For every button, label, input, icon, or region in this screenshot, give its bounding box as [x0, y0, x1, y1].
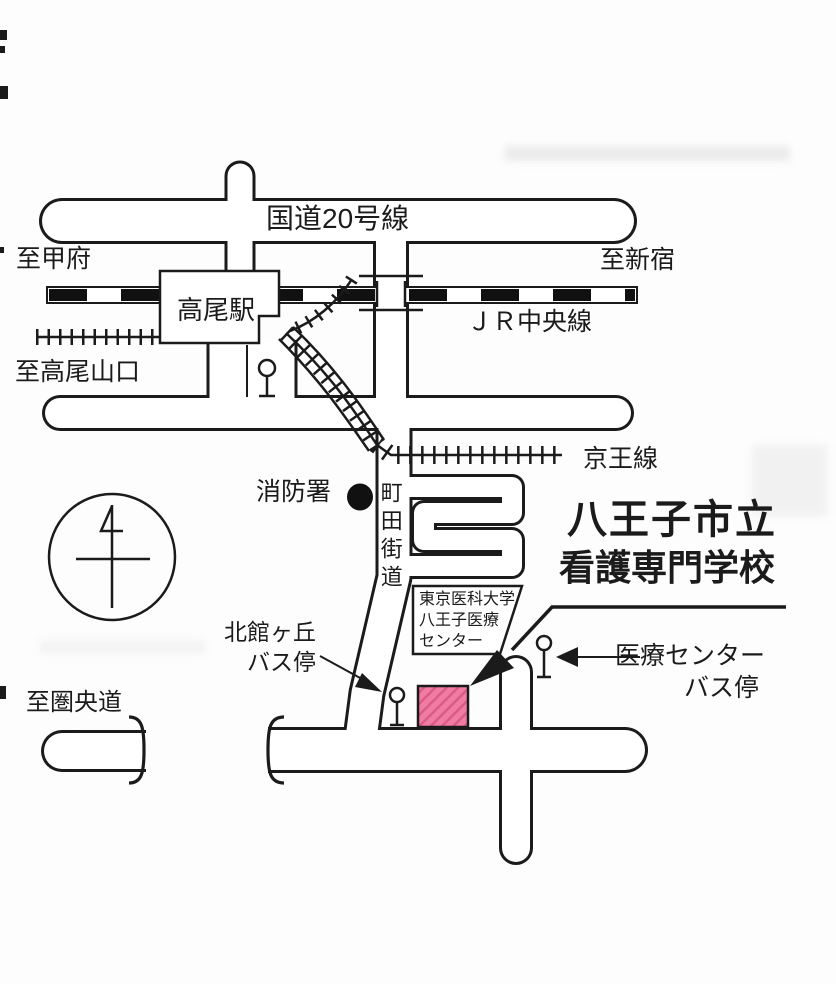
label-medical-stop-line1: 医療センター: [615, 642, 766, 670]
school-building: [416, 684, 470, 729]
label-jr-chuo-line: ＪＲ中央線: [467, 308, 593, 336]
kitatategaoka-arrow: [319, 655, 382, 692]
scan-artifacts: [0, 30, 8, 699]
label-fire-station: 消防署: [256, 478, 332, 506]
label-medical-center-line1: 東京医科大学: [419, 591, 516, 608]
fire-station-dot-icon: [347, 483, 373, 511]
label-keio-line: 京王線: [583, 445, 659, 473]
bus-stop-pole-icon-medical: [535, 634, 553, 679]
bus-stop-pole-icon-station: [257, 358, 277, 398]
label-to-kofu: 至甲府: [16, 245, 92, 273]
scan-smudge: [40, 640, 205, 654]
label-medical-center-line3: センター: [419, 633, 484, 650]
label-machida-kaido: 町田街道: [377, 481, 403, 593]
school-pointer-arrow: [470, 605, 786, 686]
label-to-takaosanguchi: 至高尾山口: [15, 358, 141, 386]
north-compass-icon: [47, 492, 177, 622]
label-kitatategaoka-stop-line2: バス停: [247, 649, 316, 675]
road-break-marks: [128, 715, 285, 785]
label-medical-stop-line2: バス停: [684, 674, 760, 702]
bus-stop-pole-icon-kitatategaoka: [388, 686, 406, 727]
label-to-kenodo: 至圏央道: [26, 689, 122, 716]
scan-smudge: [505, 146, 790, 161]
railway-keio: [278, 275, 562, 464]
label-school-line1: 八王子市立: [567, 498, 777, 542]
label-route20: 国道20号線: [266, 203, 410, 234]
label-school-line2: 看護専門学校: [559, 547, 776, 588]
label-medical-center-line2: 八王子医療: [419, 612, 500, 629]
label-kitatategaoka-stop-line1: 北館ヶ丘: [224, 619, 316, 645]
label-takao-station: 高尾駅: [177, 295, 256, 325]
scan-smudge: [752, 445, 827, 517]
station-box: [158, 269, 281, 345]
label-to-shinjuku: 至新宿: [600, 246, 676, 274]
medical-stop-arrow: [556, 647, 640, 667]
